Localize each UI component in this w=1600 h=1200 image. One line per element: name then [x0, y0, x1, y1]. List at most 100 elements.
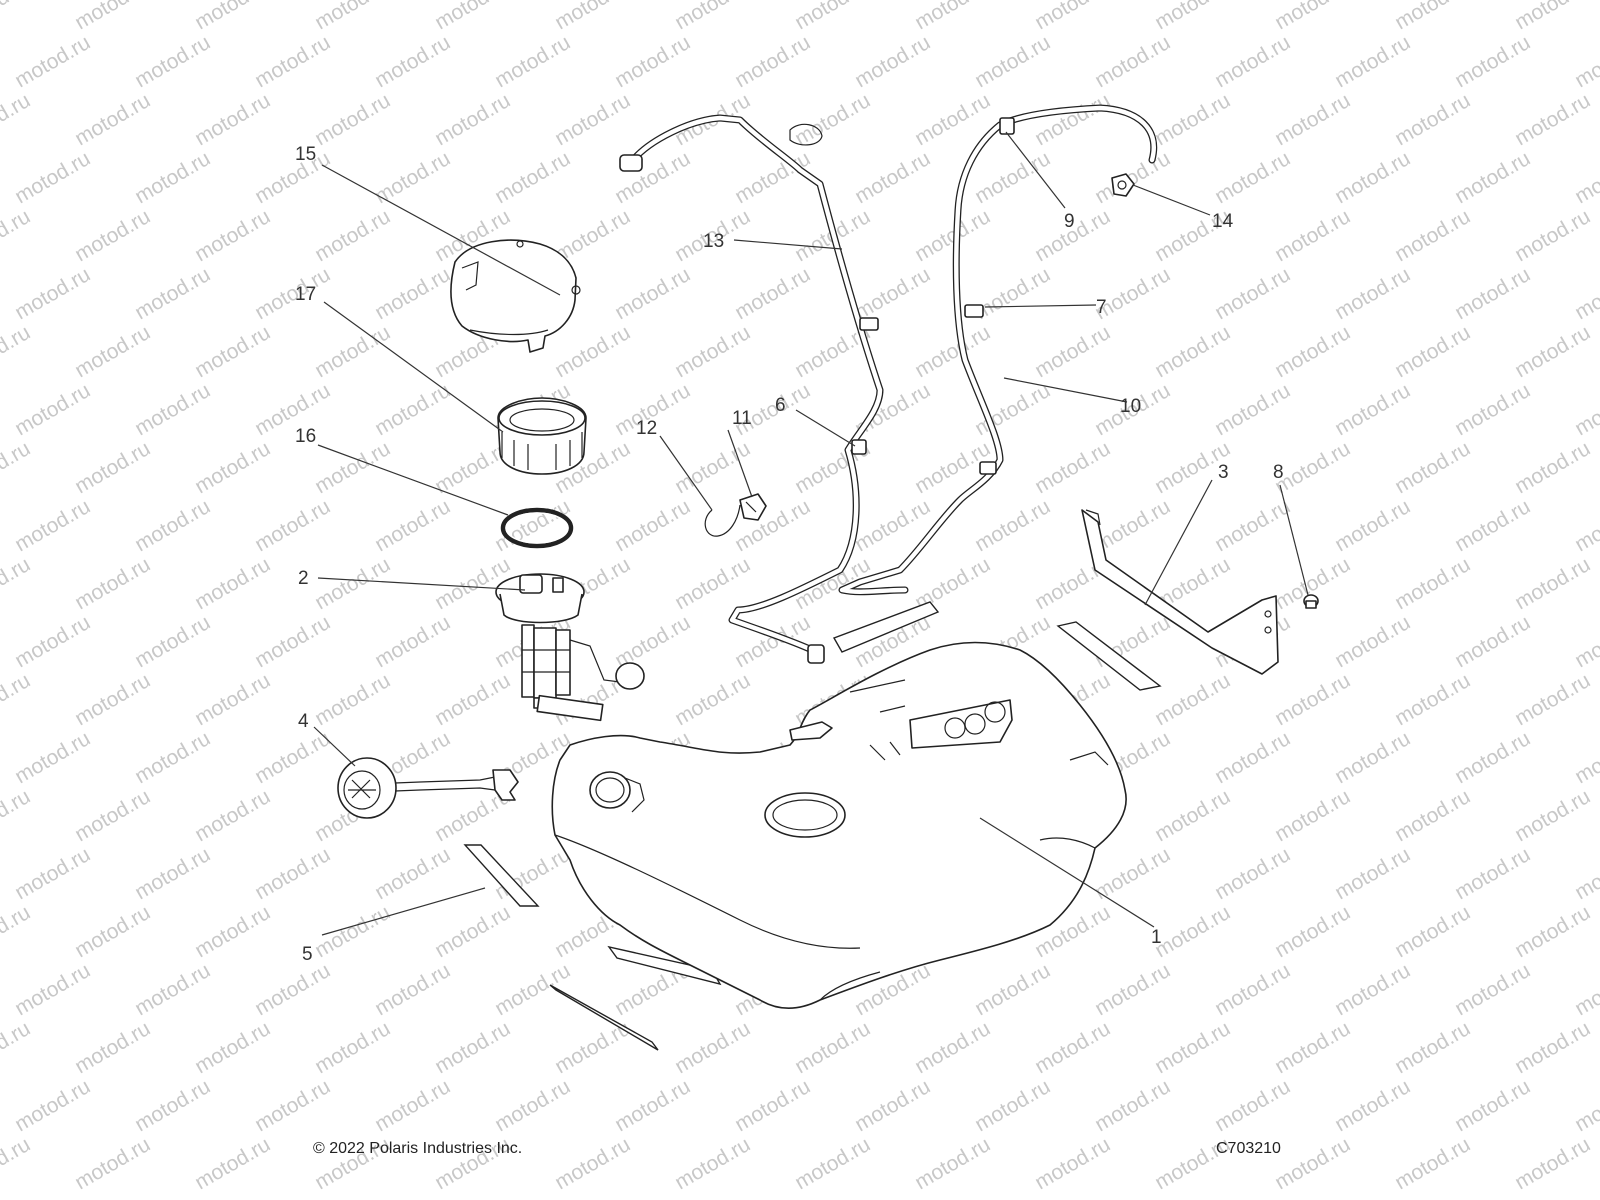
watermark-text: motod.ru: [911, 321, 994, 382]
watermark-text: motod.ru: [0, 89, 34, 150]
watermark-text: motod.ru: [1331, 31, 1414, 92]
watermark-text: motod.ru: [911, 205, 994, 266]
watermark-text: motod.ru: [11, 727, 94, 788]
watermark-text: motod.ru: [1511, 1133, 1594, 1194]
watermark-text: motod.ru: [1211, 31, 1294, 92]
watermark-text: motod.ru: [71, 553, 154, 614]
watermark-text: motod.ru: [1331, 611, 1414, 672]
watermark-text: motod.ru: [371, 843, 454, 904]
watermark-text: motod.ru: [131, 843, 214, 904]
watermark-text: motod.ru: [0, 437, 34, 498]
callout-17: 17: [295, 284, 316, 305]
watermark-text: motod.ru: [251, 727, 334, 788]
watermark-text: motod.ru: [191, 901, 274, 962]
watermark-text: motod.ru: [1211, 495, 1294, 556]
watermark-text: motod.ru: [71, 1133, 154, 1194]
callout-13: 13: [703, 231, 724, 252]
watermark-text: motod.ru: [311, 1017, 394, 1078]
watermark-text: motod.ru: [611, 611, 694, 672]
part-14-clip: [1111, 173, 1135, 197]
watermark-text: motod.ru: [311, 669, 394, 730]
watermark-text: motod.ru: [1031, 321, 1114, 382]
watermark-text: motod.ru: [1331, 1075, 1414, 1136]
part-17-lock-ring: [497, 397, 587, 475]
watermark-text: motod.ru: [131, 611, 214, 672]
copyright-notice: © 2022 Polaris Industries Inc.: [313, 1140, 523, 1157]
watermark-text: motod.ru: [1031, 1017, 1114, 1078]
callout-14: 14: [1212, 211, 1234, 232]
watermark-text: motod.ru: [251, 263, 334, 324]
callout-12: 12: [636, 418, 657, 439]
watermark-text: motod.ru: [71, 437, 154, 498]
watermark-text: motod.ru: [1451, 147, 1534, 208]
watermark-text: motod.ru: [371, 31, 454, 92]
part-10-hose: [838, 104, 1158, 596]
callout-8: 8: [1273, 462, 1284, 483]
watermark-text: motod.ru: [551, 0, 634, 34]
watermark-text: motod.ru: [1391, 1133, 1474, 1194]
watermark-text: motod.ru: [1031, 1133, 1114, 1194]
watermark-text: motod.ru: [1331, 843, 1414, 904]
watermark-text: motod.ru: [131, 147, 214, 208]
watermark-text: motod.ru: [1331, 959, 1414, 1020]
watermark-text: motod.ru: [11, 147, 94, 208]
callout-6: 6: [775, 395, 786, 416]
watermark-text: motod.ru: [191, 205, 274, 266]
part-8-bolt: [1303, 594, 1319, 609]
watermark-text: motod.ru: [851, 31, 934, 92]
watermark-text: motod.ru: [791, 1133, 874, 1194]
watermark-text: motod.ru: [311, 901, 394, 962]
watermark-text: motod.ru: [1511, 0, 1594, 34]
watermark-text: motod.ru: [671, 669, 754, 730]
watermark-text: motod.ru: [1571, 959, 1600, 1020]
watermark-text: motod.ru: [1451, 611, 1534, 672]
watermark-text: motod.ru: [1571, 1075, 1600, 1136]
watermark-text: motod.ru: [0, 785, 34, 846]
watermark-text: motod.ru: [371, 611, 454, 672]
watermark-text: motod.ru: [971, 31, 1054, 92]
callout-5: 5: [302, 944, 313, 965]
watermark-text: motod.ru: [1391, 553, 1474, 614]
watermark-text: motod.ru: [1511, 321, 1594, 382]
watermark-text: motod.ru: [1331, 727, 1414, 788]
tank-pads: [832, 601, 1162, 691]
callout-10: 10: [1120, 396, 1141, 417]
watermark-text: motod.ru: [251, 611, 334, 672]
watermark-text: motod.ru: [551, 321, 634, 382]
watermark-text: motod.ru: [1451, 1075, 1534, 1136]
callout-labels: 1 2 3 4 5 6 7 8 9 10 11 12 13 14 15 16 1…: [295, 144, 1284, 965]
watermark-text: motod.ru: [1151, 89, 1234, 150]
watermark-text: motod.ru: [0, 1133, 34, 1194]
part-1-fuel-tank: [551, 641, 1127, 1010]
watermark-text: motod.ru: [1271, 321, 1354, 382]
callout-2: 2: [298, 568, 309, 589]
watermark-text: motod.ru: [1451, 495, 1534, 556]
watermark-text: motod.ru: [11, 1075, 94, 1136]
watermark-text: motod.ru: [1271, 1133, 1354, 1194]
watermark-text: motod.ru: [1571, 727, 1600, 788]
watermark-text: motod.ru: [11, 959, 94, 1020]
watermark-text: motod.ru: [431, 669, 514, 730]
callout-3: 3: [1218, 462, 1229, 483]
watermark-text: motod.ru: [1511, 669, 1594, 730]
watermark-text: motod.ru: [1391, 669, 1474, 730]
watermark-text: motod.ru: [11, 379, 94, 440]
watermark-text: motod.ru: [1511, 785, 1594, 846]
watermark-text: motod.ru: [1091, 959, 1174, 1020]
hose-clamps: [851, 117, 1015, 475]
watermark-text: motod.ru: [731, 31, 814, 92]
watermark-text: motod.ru: [371, 1075, 454, 1136]
leader-lines: [313, 131, 1309, 936]
watermark-text: motod.ru: [191, 669, 274, 730]
callout-9: 9: [1064, 211, 1075, 232]
watermark-text: motod.ru: [1271, 785, 1354, 846]
watermark-text: motod.ru: [1091, 147, 1174, 208]
watermark-text: motod.ru: [1091, 1075, 1174, 1136]
watermark-text: motod.ru: [431, 1017, 514, 1078]
watermark-text: motod.ru: [1151, 901, 1234, 962]
watermark-text: motod.ru: [971, 1075, 1054, 1136]
callout-15: 15: [295, 144, 316, 165]
watermark-text: motod.ru: [11, 31, 94, 92]
watermark-text: motod.ru: [1271, 205, 1354, 266]
watermark-text: motod.ru: [491, 959, 574, 1020]
